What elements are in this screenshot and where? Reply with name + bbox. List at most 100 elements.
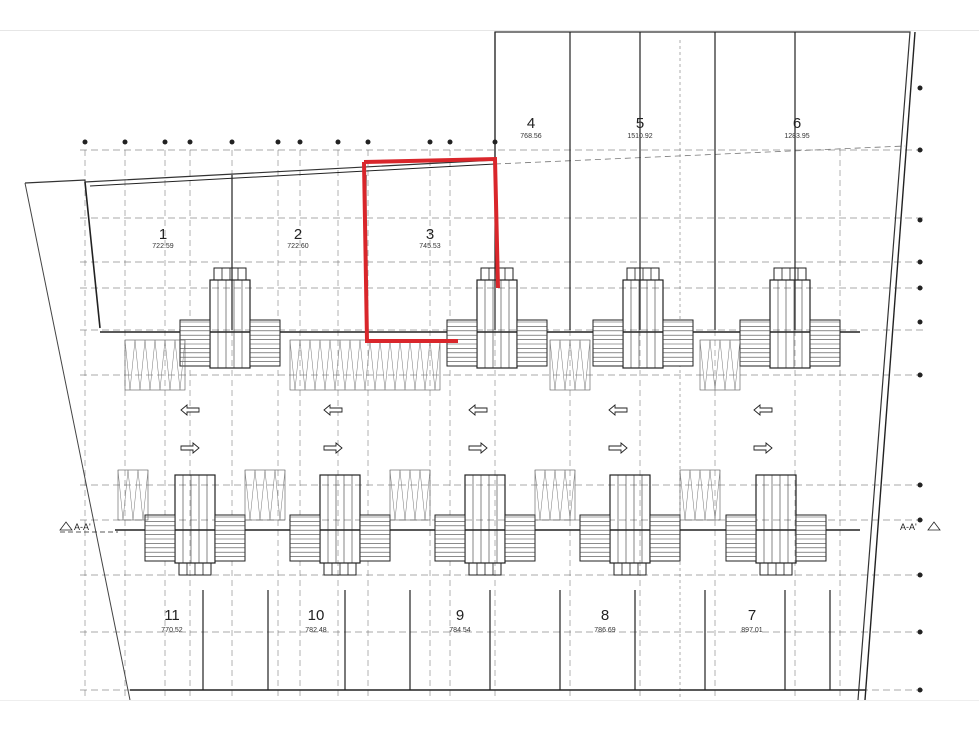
lot-9[interactable]: 9 784.54 [449, 607, 471, 634]
lot-number: 5 [636, 115, 644, 132]
building-unit [739, 267, 841, 369]
lot-1[interactable]: 1 722.59 [152, 226, 174, 250]
unit-wing [516, 319, 548, 367]
strip-hatch [127, 469, 134, 521]
lot-11[interactable]: 11 770.52 [161, 607, 183, 634]
unit-wing [249, 319, 281, 367]
strip-hatch [429, 339, 436, 391]
strip-hatch [409, 469, 416, 521]
strip-hatch [389, 339, 396, 391]
grid-marker-dot [917, 147, 923, 153]
unit-wing [504, 514, 536, 562]
unit-wing [795, 514, 827, 562]
grid-marker-dot [917, 517, 923, 523]
strip-hatch [574, 339, 581, 391]
grid-marker-dot [917, 372, 923, 378]
grid-marker-dot [275, 139, 281, 145]
grid-marker-dot [187, 139, 193, 145]
lot-number: 6 [793, 115, 801, 132]
strip-hatch [584, 339, 591, 391]
parking-strip [124, 339, 186, 391]
strip-hatch [564, 339, 571, 391]
lot-area: 897.01 [741, 627, 763, 634]
lot-5[interactable]: 5 1510.92 [627, 115, 652, 140]
strip-hatch [704, 469, 711, 521]
lot-4[interactable]: 4 768.56 [520, 115, 542, 140]
viewer-top-bar [0, 0, 979, 31]
grid-marker-dot [335, 139, 341, 145]
lot-10[interactable]: 10 782.48 [305, 607, 327, 634]
strip-hatch [699, 339, 706, 391]
strip-hatch [559, 469, 566, 521]
grid-marker-dot [297, 139, 303, 145]
strip-hatch [354, 339, 361, 391]
lot-area: 770.52 [161, 627, 183, 634]
lot-2[interactable]: 2 722.60 [287, 226, 309, 250]
strip-hatch [569, 339, 576, 391]
section-triangle-icon [927, 521, 941, 531]
grid-marker-dot [917, 687, 923, 693]
unit-core [476, 279, 518, 369]
grid-marker-dot [917, 285, 923, 291]
unit-wing [725, 514, 757, 562]
building-unit [579, 474, 681, 576]
strip-hatch [569, 469, 576, 521]
grid-marker-dot [917, 319, 923, 325]
strip-hatch [164, 339, 171, 391]
strip-hatch [719, 339, 726, 391]
arrow-right-icon [753, 442, 773, 454]
lot-area: 1510.92 [627, 133, 652, 140]
strip-hatch [689, 469, 696, 521]
unit-wing [359, 514, 391, 562]
strip-hatch [314, 339, 321, 391]
lot-number: 9 [456, 607, 464, 624]
lot-6[interactable]: 6 1283.95 [784, 115, 809, 140]
strip-hatch [424, 469, 431, 521]
traffic-arrows [180, 404, 773, 454]
strip-hatch [139, 339, 146, 391]
arrow-left-icon [180, 404, 200, 416]
strip-hatch [684, 469, 691, 521]
lot-area: 722.60 [287, 243, 309, 250]
strip-hatch [679, 469, 686, 521]
lots-top: 1 722.59 2 722.60 3 745.53 4 768.56 5 15… [152, 115, 809, 250]
unit-wing [434, 514, 466, 562]
lot-area: 784.54 [449, 627, 471, 634]
lot-number: 10 [308, 607, 325, 624]
unit-core [755, 474, 797, 564]
grid-marker-dot [365, 139, 371, 145]
lot-area: 782.48 [305, 627, 327, 634]
unit-wing [579, 514, 611, 562]
strip-hatch [159, 339, 166, 391]
parking-strip [289, 339, 441, 391]
selected-lot-highlight[interactable] [362, 156, 500, 343]
grid-marker-dot [162, 139, 168, 145]
strip-hatch [364, 339, 371, 391]
strip-hatch [404, 339, 411, 391]
strip-hatch [714, 339, 721, 391]
lot-3[interactable]: 3 745.53 [419, 226, 441, 250]
strip-hatch [142, 469, 149, 521]
strip-hatch [384, 339, 391, 391]
parking-strip [679, 469, 721, 521]
strip-hatch [704, 339, 711, 391]
strip-hatch [414, 469, 421, 521]
strip-hatch [329, 339, 336, 391]
strip-hatch [129, 339, 136, 391]
strip-hatch [409, 339, 416, 391]
strip-hatch [319, 339, 326, 391]
lot-7[interactable]: 7 897.01 [741, 607, 763, 634]
building-unit [446, 267, 548, 369]
lot-8[interactable]: 8 786.69 [594, 607, 616, 634]
grid-marker-dot [917, 217, 923, 223]
strip-hatch [124, 339, 131, 391]
unit-wing [662, 319, 694, 367]
strip-hatch [134, 339, 141, 391]
grid-marker-dot [492, 139, 498, 145]
strip-hatch [344, 339, 351, 391]
strip-hatch [309, 339, 316, 391]
arrow-right-icon [323, 442, 343, 454]
parking-strip [117, 469, 149, 521]
lot-area: 768.56 [520, 133, 542, 140]
